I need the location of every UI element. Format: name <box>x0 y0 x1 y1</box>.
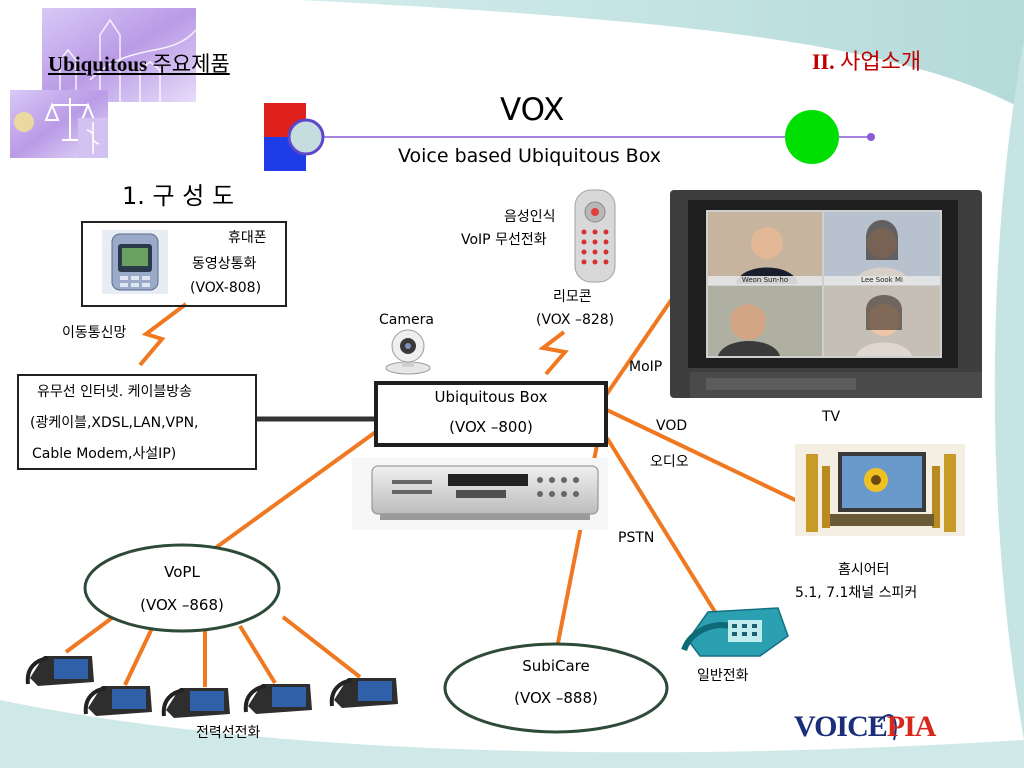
powerline-phone-1 <box>25 656 94 686</box>
link-box-theater <box>606 408 813 510</box>
powerline-phone-label: 전력선전화 <box>196 725 261 741</box>
section-indicator: II. 사업소개 <box>812 44 921 76</box>
powerline-phone-3 <box>161 688 230 718</box>
ubiquitous-box-model: (VOX –800) <box>449 418 533 436</box>
section-heading: 1. 구 성 도 <box>122 182 235 210</box>
tv-face-caption-2: Lee Sook Mi <box>861 276 903 284</box>
mobile-line2: 동영상통화 <box>192 256 257 272</box>
right-swoosh <box>994 40 1024 740</box>
home-theater-image <box>795 444 965 536</box>
subicare-model: (VOX –888) <box>514 689 598 707</box>
remote-caption2: VoIP 무선전화 <box>461 232 547 248</box>
camera-image <box>385 329 431 375</box>
product-title-korean: 주요제품 <box>152 52 230 76</box>
audio-label: 오디오 <box>650 454 689 470</box>
product-title-latin: Ubiquitous <box>48 52 148 76</box>
remote-name: 리모콘 <box>553 289 592 305</box>
ubiquitous-box-name: Ubiquitous Box <box>434 388 548 406</box>
green-dot <box>785 110 839 164</box>
diagram-subtitle: Voice based Ubiquitous Box <box>398 145 661 167</box>
link-box-tv <box>602 294 676 400</box>
subicare-ellipse <box>443 642 669 734</box>
settop-box-image <box>352 458 608 530</box>
tv-image <box>670 190 982 398</box>
link-box-phone <box>605 436 722 622</box>
ubiquitous-box <box>374 381 608 447</box>
bottom-swoosh <box>0 700 1024 768</box>
subicare-name: SubiCare <box>522 657 590 675</box>
mobile-phone-image <box>102 230 168 294</box>
powerline-phone-4 <box>243 684 312 714</box>
powerline-phone-2 <box>83 686 152 716</box>
mobile-line3: (VOX-808) <box>190 280 262 296</box>
remote-model: (VOX –828) <box>536 312 615 328</box>
wired-line3: Cable Modem,사설IP) <box>32 446 177 462</box>
logo-text-primary: VOICE <box>794 710 888 743</box>
product-title: Ubiquitous 주요제품 <box>48 48 230 78</box>
regular-phone-label: 일반전화 <box>697 668 749 684</box>
lightning-box <box>538 330 569 376</box>
wired-network-box <box>17 374 257 470</box>
moip-label: MoIP <box>629 359 663 375</box>
camera-label: Camera <box>379 312 434 328</box>
logo-text-accent: PIA <box>886 710 937 743</box>
title-line-end-dot <box>867 133 875 141</box>
section-number: II. <box>812 49 835 74</box>
vopl-ellipse <box>83 543 281 633</box>
section-title: 사업소개 <box>840 49 922 74</box>
wired-line2: (광케이블,XDSL,LAN,VPN, <box>30 415 199 431</box>
mobile-line1: 휴대폰 <box>228 230 267 246</box>
vod-label: VOD <box>656 418 688 434</box>
regular-phone-image <box>681 607 789 657</box>
remote-control-image <box>574 189 616 283</box>
mobile-network-label: 이동통신망 <box>62 325 127 341</box>
skyline-image <box>42 8 196 102</box>
vopl-name: VoPL <box>164 563 200 581</box>
wired-line1: 유무선 인터넷. 케이블방송 <box>37 384 193 400</box>
home-theater-line1: 홈시어터 <box>838 562 890 578</box>
link-vopl-phone2 <box>123 621 157 686</box>
link-vopl-phone4 <box>238 624 277 685</box>
lightning-mobile <box>138 302 188 367</box>
vopl-model: (VOX –868) <box>140 596 224 614</box>
blue-gray-circle <box>287 118 325 156</box>
tv-face-caption-1: Weon Sun-ho <box>741 276 789 284</box>
link-vopl-phone5 <box>281 615 362 679</box>
link-box-vopl <box>194 429 379 564</box>
top-swoosh <box>300 0 1024 110</box>
remote-caption1: 음성인식 <box>504 209 556 225</box>
logo-swoosh <box>877 714 897 741</box>
home-theater-line2: 5.1, 7.1채널 스피커 <box>795 585 918 601</box>
powerline-phone-5 <box>329 678 398 708</box>
diagram-title: VOX <box>500 92 565 128</box>
mobile-box <box>81 221 287 307</box>
voicepia-logo: VOICEPIA <box>794 710 937 744</box>
tv-label: TV <box>822 409 841 425</box>
pstn-label: PSTN <box>618 530 655 546</box>
